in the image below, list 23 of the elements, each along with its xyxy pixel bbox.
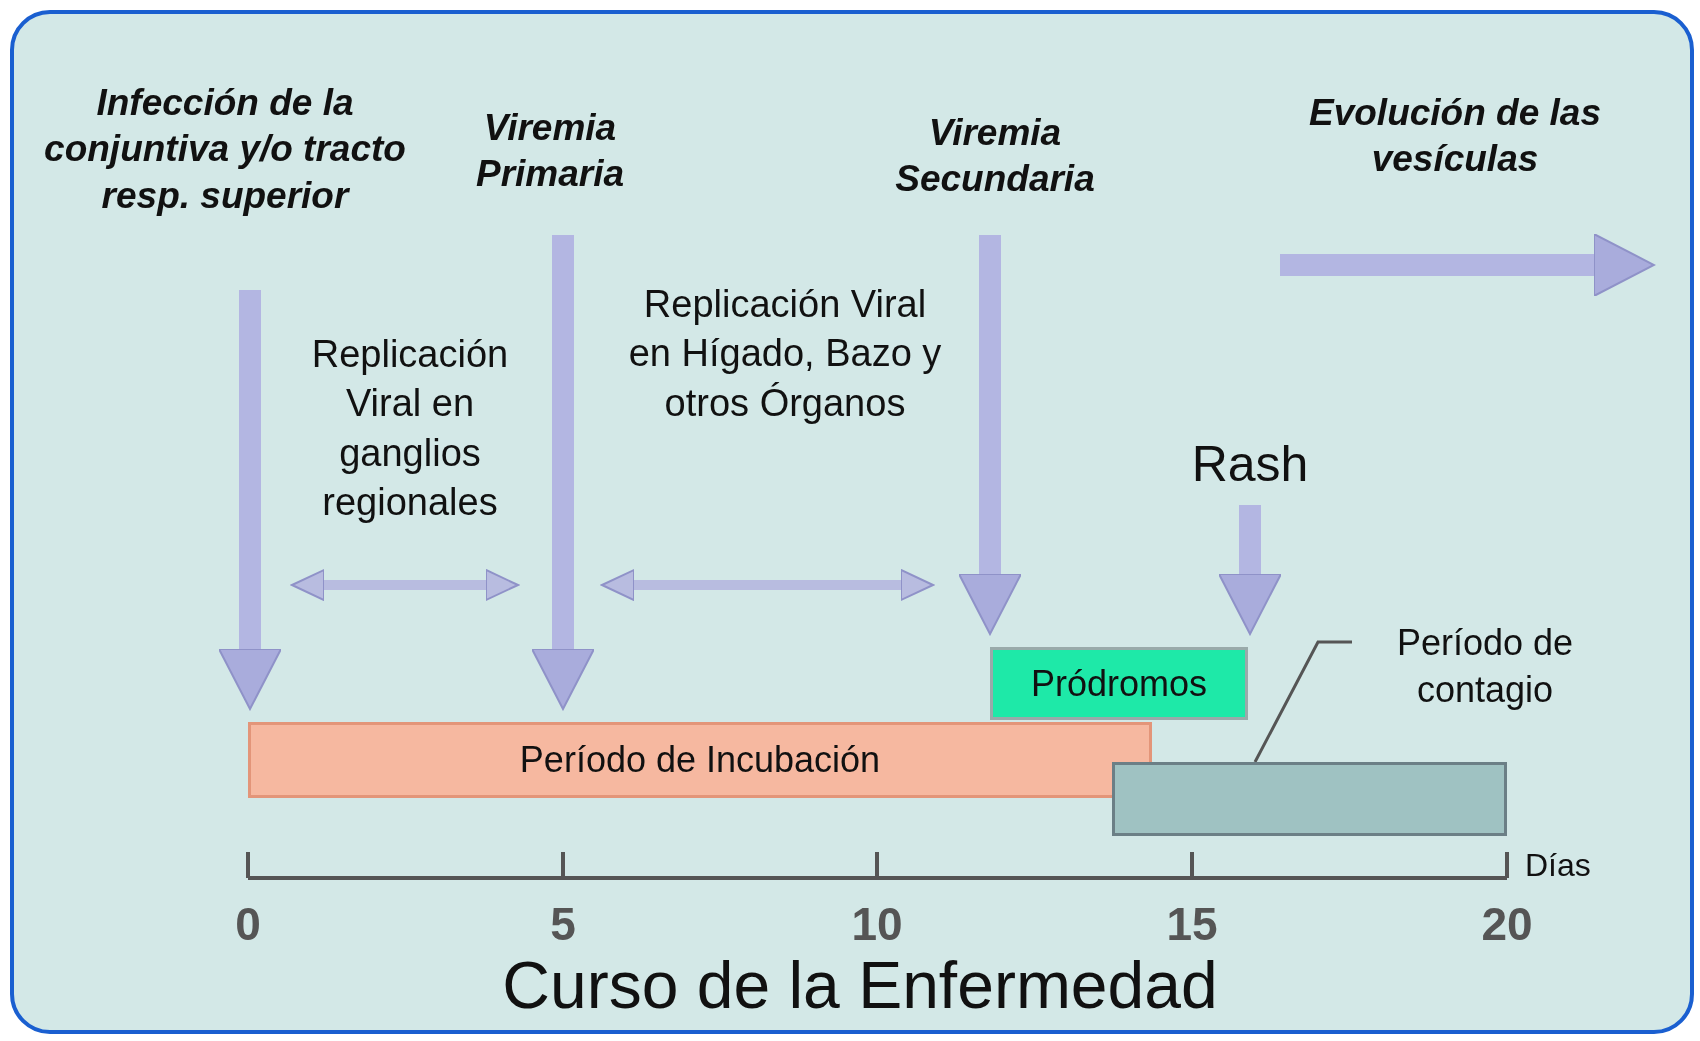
arrow: [531, 235, 595, 710]
period-bar: Pródromos: [990, 647, 1248, 720]
event-heading: Evolución de las vesículas: [1250, 90, 1660, 190]
tick-label: 15: [1165, 897, 1219, 950]
event-heading: Infección de la conjuntiva y/o tracto resp. superior: [40, 80, 410, 280]
tick-label: 0: [234, 897, 262, 950]
period-label: Período de contagio: [1350, 620, 1620, 720]
diagram-title: Curso de la Enfermedad: [501, 947, 1219, 1024]
annotation-text: Replicación Viral en Hígado, Bazo y otros Órganos: [627, 282, 943, 426]
tick-label: 10: [850, 897, 904, 950]
tick-label: 20: [1480, 897, 1534, 950]
period-bar: Período de Incubación: [248, 722, 1152, 798]
event-heading: Viremia Primaria: [430, 105, 670, 205]
arrow: [218, 290, 282, 710]
tick-label: 5: [549, 897, 577, 950]
arrow: [1218, 505, 1282, 635]
period-bar: [1112, 762, 1507, 836]
leader-line: [1253, 640, 1352, 763]
arrow: [958, 235, 1022, 635]
annotation-text: Replicación Viral en ganglios regionales: [310, 332, 510, 526]
event-heading: Viremia Secundaria: [850, 110, 1140, 210]
event-heading: Rash: [1160, 432, 1340, 498]
axis-unit: Días: [1525, 846, 1592, 885]
